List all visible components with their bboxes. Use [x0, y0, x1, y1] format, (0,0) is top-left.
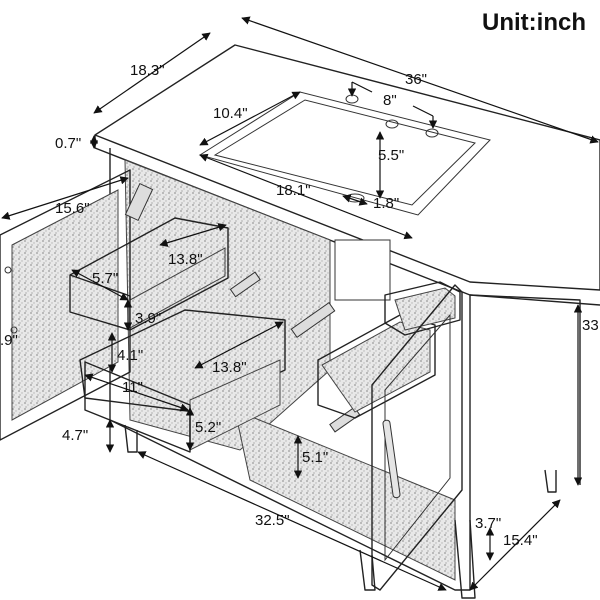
dim-label-lower-drawer-length: 13.8"	[212, 359, 247, 376]
dim-label-faucet-to-basin: 5.5"	[378, 147, 404, 164]
dim-label-drawer-length: 13.8"	[168, 251, 203, 268]
door-hinge-icon	[124, 182, 154, 222]
dim-label-width: 36"	[405, 71, 427, 88]
dim-label-faucet-spacing: 8"	[383, 92, 397, 109]
dim-label-basin-width: 18.1"	[276, 182, 311, 199]
dimension-lines	[1, 16, 599, 591]
dim-label-lower-drawer-height: 5.2"	[195, 419, 221, 436]
dim-label-side-depth: 15.4"	[503, 532, 538, 549]
dim-label-lower-drawer-width: 11"	[122, 379, 143, 396]
dim-label-leg-clearance: 3.7"	[475, 515, 501, 532]
dim-label-drawer-gap: 4.1"	[117, 347, 143, 364]
dim-label-drawer-front-width: 5.7"	[92, 270, 118, 287]
dim-label-drain: 1.8"	[373, 195, 399, 212]
dim-label-drawer-height: 3.9"	[135, 310, 161, 327]
dim-label-top-thickness: 0.7"	[55, 135, 81, 152]
drawer-slides	[229, 271, 361, 433]
dim-label-shelf-height: 5.1"	[302, 449, 328, 466]
dim-label-depth: 18.3"	[130, 62, 165, 79]
unit-title: Unit:inch	[482, 9, 586, 36]
dim-label-door-height-partial: .9"	[0, 332, 18, 349]
dim-label-side-height: 33	[582, 317, 599, 334]
dim-label-door-width: 15.6"	[55, 200, 90, 217]
top-right-tray	[384, 281, 461, 336]
dim-label-inner-width: 32.5"	[255, 512, 290, 529]
dim-label-basin-depth: 10.4"	[213, 105, 248, 122]
dim-label-leg-height: 4.7"	[62, 427, 88, 444]
